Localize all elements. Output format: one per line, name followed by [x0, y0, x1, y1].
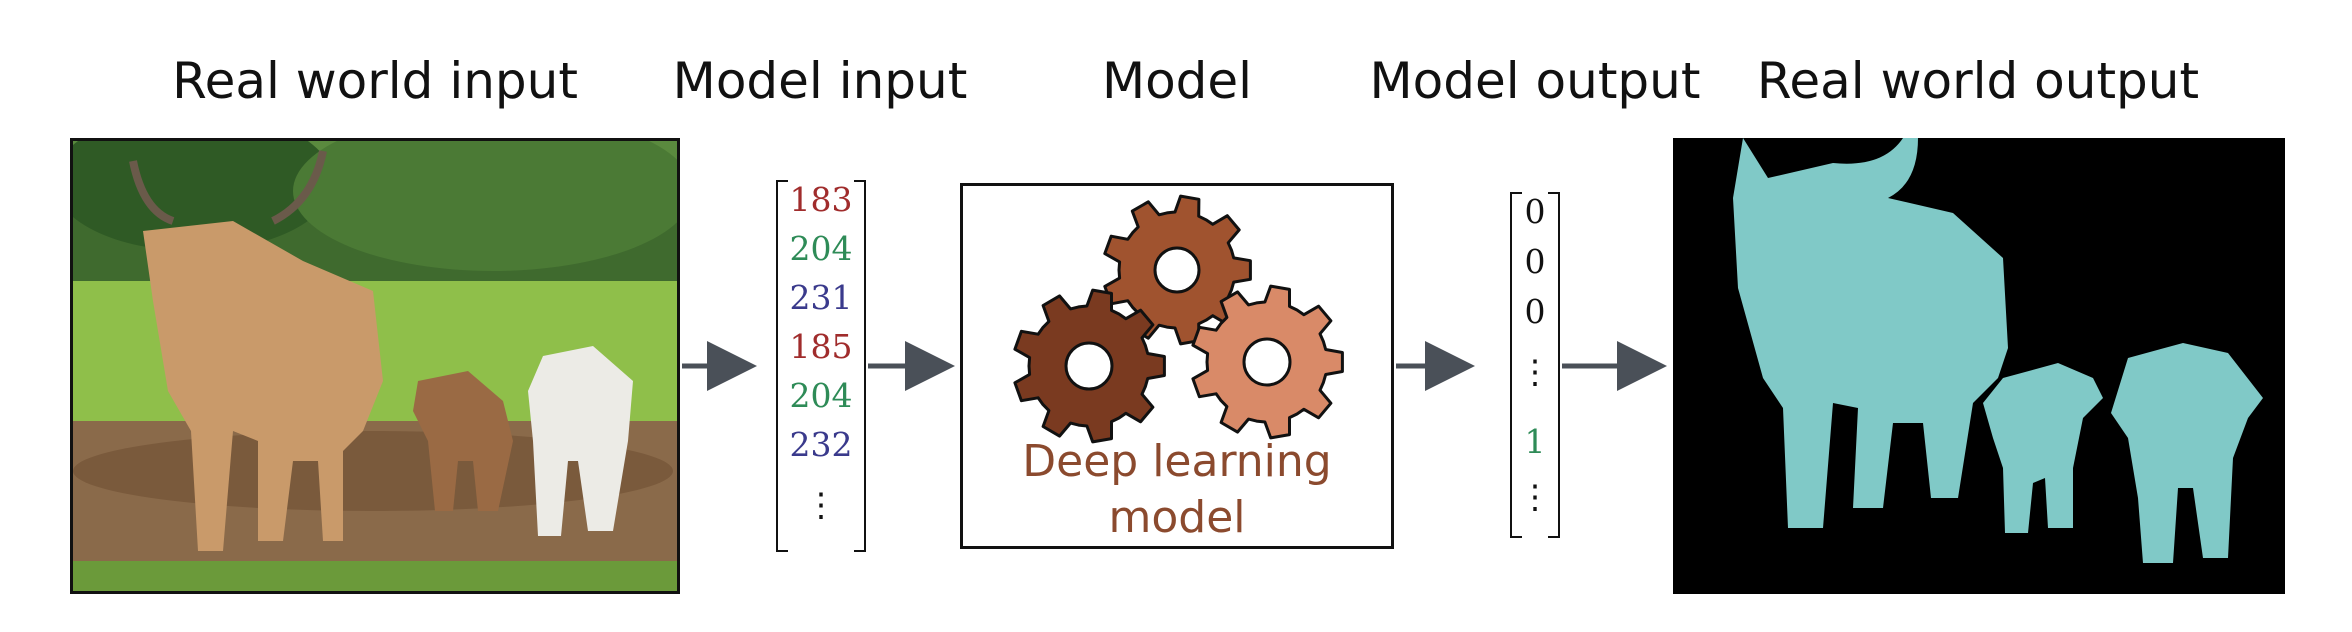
cow-photo [70, 138, 680, 594]
seg-cow-mask [1733, 138, 2008, 528]
segmentation-mask [1733, 138, 2263, 563]
gear-top-icon [1103, 194, 1252, 346]
input-value-1: 183 [789, 180, 853, 219]
heading-model-output: Model output [1369, 52, 1701, 110]
output-value-2: 0 [1524, 242, 1546, 281]
heading-real-world-input: Real world input [172, 52, 578, 110]
output-value-3: 0 [1524, 292, 1546, 331]
seg-calf2-mask [2111, 343, 2263, 563]
input-value-6: 232 [789, 425, 853, 464]
output-value-one: 1 [1524, 422, 1546, 461]
heading-model-input: Model input [672, 52, 968, 110]
right-bracket [854, 180, 866, 552]
seg-calf1-mask [1983, 363, 2103, 533]
heading-real-world-output: Real world output [1756, 52, 2200, 110]
left-bracket [1510, 192, 1522, 538]
gear-right-icon [1191, 284, 1344, 440]
input-value-3: 231 [789, 278, 853, 317]
left-bracket [776, 180, 788, 552]
output-vertical-ellipsis-1: ⋮ [1518, 352, 1552, 391]
model-output-vector: 0 0 0 ⋮ 1 ⋮ [1510, 192, 1560, 538]
output-vertical-ellipsis-2: ⋮ [1518, 477, 1552, 516]
input-vertical-ellipsis: ⋮ [804, 485, 838, 524]
right-bracket [1548, 192, 1560, 538]
input-value-2: 204 [789, 229, 853, 268]
gear-left-icon [1013, 288, 1166, 444]
model-label-line2: model [1108, 492, 1246, 543]
cow-photo-illustration [73, 141, 677, 591]
model-label-line1: Deep learning [1022, 436, 1332, 487]
output-value-1: 0 [1524, 192, 1546, 231]
gears-illustration [1013, 194, 1344, 444]
model-box: Deep learning model [960, 183, 1394, 549]
input-value-5: 204 [789, 376, 853, 415]
input-value-4: 185 [789, 327, 853, 366]
heading-model: Model [1101, 52, 1253, 110]
model-input-vector: 183 204 231 185 204 232 ⋮ [776, 180, 866, 552]
segmentation-output [1673, 138, 2285, 594]
